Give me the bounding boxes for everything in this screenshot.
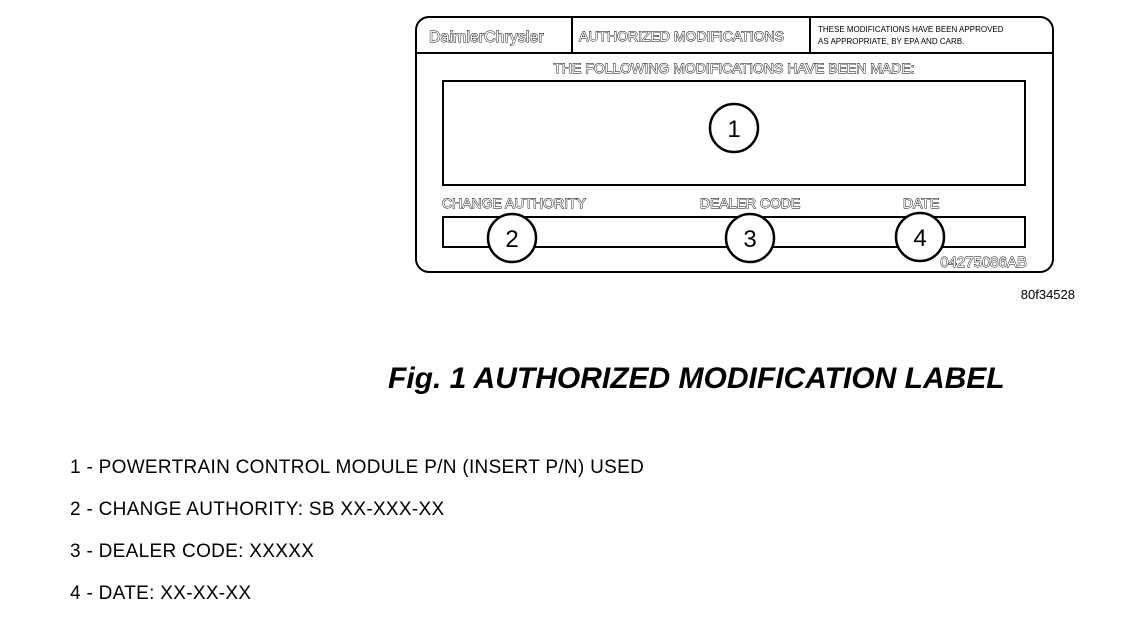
callout-3-number: 3 [743, 226, 756, 253]
legend-item: 2 - CHANGE AUTHORITY: SB XX-XXX-XX [70, 499, 445, 520]
label-part-code: 04275086AB [940, 254, 1027, 271]
callout-4-number: 4 [913, 225, 926, 252]
figure-id: 80f34528 [1021, 287, 1075, 302]
legend-item: 3 - DEALER CODE: XXXXX [70, 541, 315, 562]
legend-list: 1 - POWERTRAIN CONTROL MODULE P/N (INSER… [70, 457, 644, 625]
callout-1-number: 1 [727, 116, 740, 143]
legend-item: 4 - DATE: XX-XX-XX [70, 583, 252, 604]
figure-caption: Fig. 1 AUTHORIZED MODIFICATION LABEL [388, 362, 1005, 395]
callout-2: 2 [486, 212, 538, 264]
field-label-dealer-code: DEALER CODE [700, 195, 800, 211]
legend-item: 1 - POWERTRAIN CONTROL MODULE P/N (INSER… [70, 457, 645, 478]
callout-2-number: 2 [505, 226, 518, 253]
field-label-date: DATE [903, 195, 939, 211]
label-title: AUTHORIZED MODIFICATIONS [579, 28, 784, 44]
callout-4: 4 [894, 211, 946, 263]
label-brand: DaimlerChrysler [429, 29, 544, 46]
label-approval-note-line1: THESE MODIFICATIONS HAVE BEEN APPROVED [818, 25, 1004, 34]
label-instruction: THE FOLLOWING MODIFICATIONS HAVE BEEN MA… [553, 60, 914, 76]
label-approval-note-line2: AS APPROPRIATE, BY EPA AND CARB. [818, 37, 964, 46]
callout-1: 1 [708, 102, 760, 154]
field-label-change-authority: CHANGE AUTHORITY [442, 195, 587, 211]
callout-3: 3 [724, 212, 776, 264]
